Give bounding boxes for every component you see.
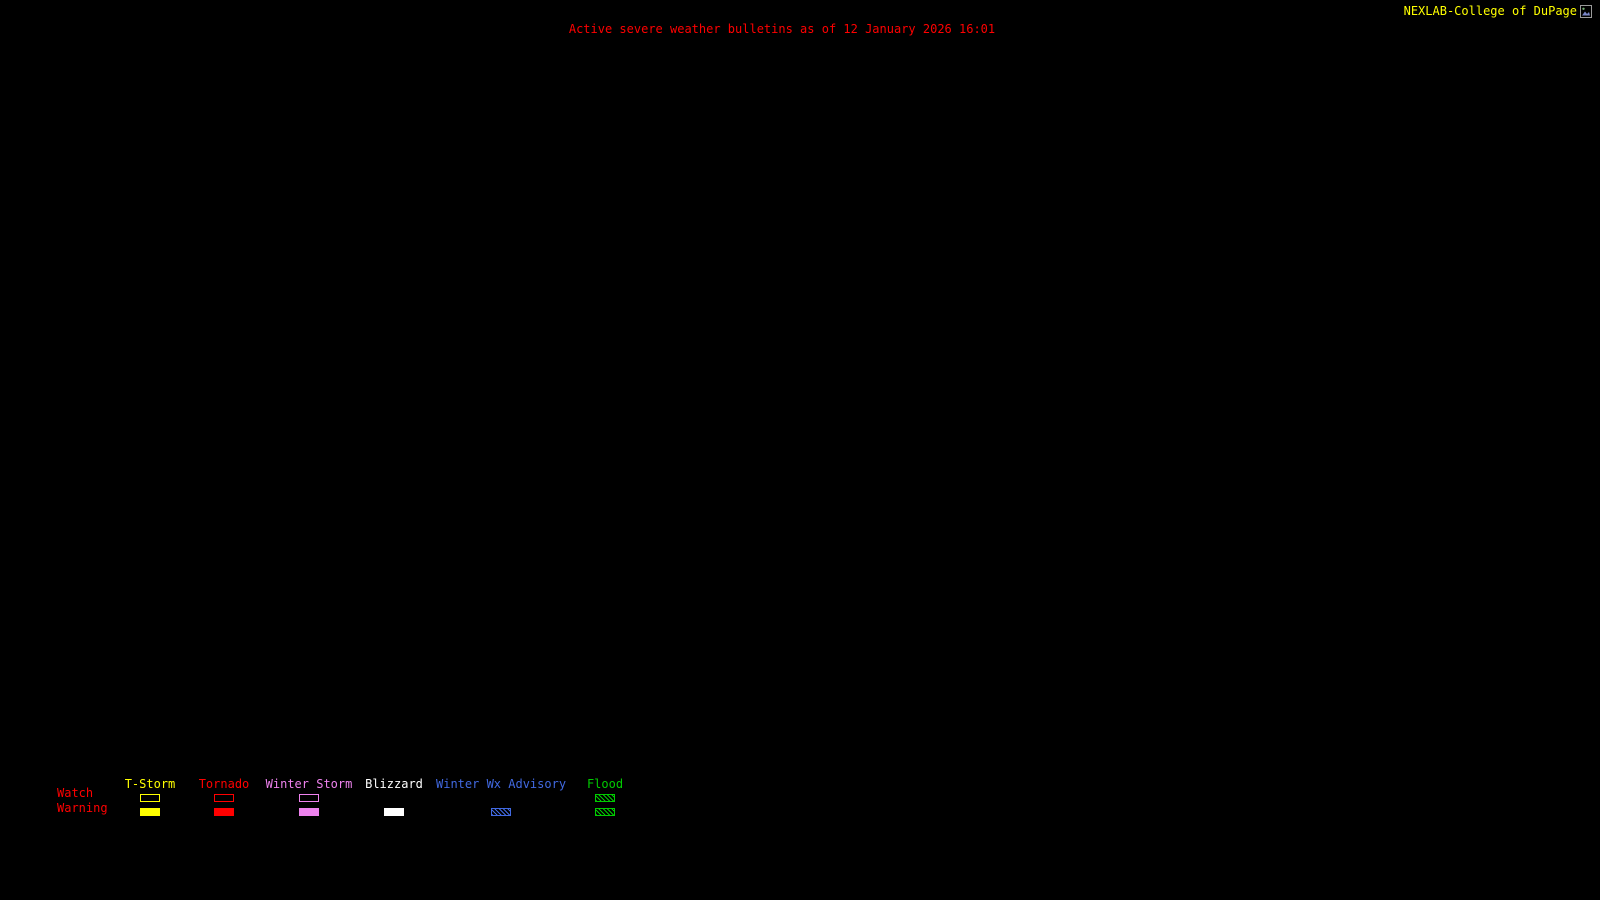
flood-watch-swatch [595,794,615,802]
legend-col-tstorm-label: T-Storm [124,777,176,791]
tornado-watch-swatch [214,794,234,802]
legend-tstorm-watch-row [120,791,180,805]
legend-col-winter-wx-advisory-label: Winter Wx Advisory [436,777,567,791]
legend-blizzard-warning-row [363,805,425,819]
legend-warning-label: Warning [57,801,108,815]
page-title: Active severe weather bulletins as of 12… [568,22,996,36]
winter-storm-watch-swatch [299,794,319,802]
legend-col-flood-label: Flood [586,777,624,791]
tstorm-warning-swatch [140,808,160,816]
legend-col-flood: Flood [575,777,635,819]
legend-col-tornado-label: Tornado [198,777,250,791]
legend-flood-watch-row [575,791,635,805]
legend-col-winter-storm-label: Winter Storm [265,777,353,791]
legend-tornado-watch-row [194,791,254,805]
legend-col-winter-wx-advisory: Winter Wx Advisory [436,777,566,819]
legend-col-blizzard-label: Blizzard [365,777,423,791]
legend-col-winter-storm: Winter Storm [264,777,354,819]
broken-image-icon [1580,4,1592,18]
brand: NEXLAB-College of DuPage [1404,4,1592,18]
legend-winter-storm-warning-row [264,805,354,819]
legend-tornado-warning-row [194,805,254,819]
legend-blizzard-watch-row [363,791,425,805]
tstorm-watch-swatch [140,794,160,802]
legend-col-tornado: Tornado [194,777,254,819]
tornado-warning-swatch [214,808,234,816]
legend-row-labels: Watch Warning [57,786,108,816]
legend-col-blizzard: Blizzard [363,777,425,819]
legend-col-tstorm: T-Storm [120,777,180,819]
legend-winter-storm-watch-row [264,791,354,805]
legend-flood-warning-row [575,805,635,819]
legend-winter-wx-advisory-warning-row [436,805,566,819]
winter-wx-advisory-warning-swatch [491,808,511,816]
legend-winter-wx-advisory-watch-row [436,791,566,805]
legend-tstorm-warning-row [120,805,180,819]
winter-storm-warning-swatch [299,808,319,816]
flood-warning-swatch [595,808,615,816]
blizzard-warning-swatch [384,808,404,816]
legend-watch-label: Watch [57,786,94,800]
brand-label: NEXLAB-College of DuPage [1403,4,1577,18]
